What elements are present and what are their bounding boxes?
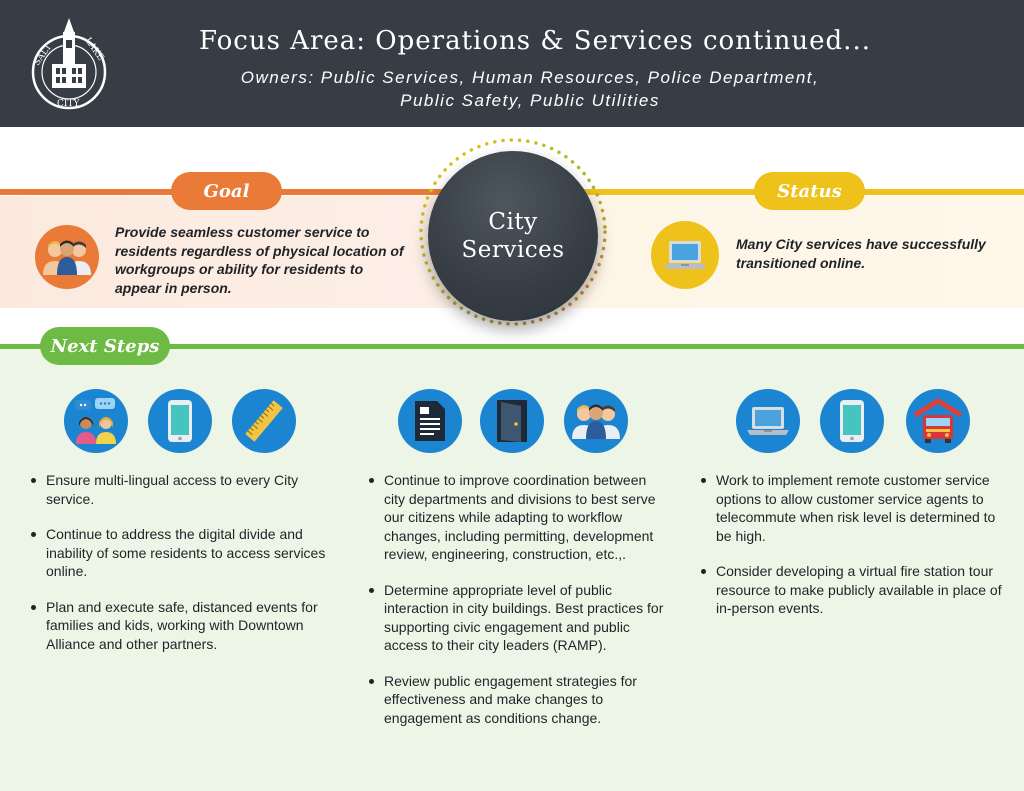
list-item: Work to implement remote customer servic… bbox=[698, 471, 1003, 545]
owners-line-2: Public Safety, Public Utilities bbox=[400, 91, 660, 110]
salt-lake-city-seal-icon: SALT LAKE CITY bbox=[31, 18, 107, 110]
goal-text: Provide seamless customer service to res… bbox=[115, 224, 404, 296]
list-item: Continue to improve coordination between… bbox=[366, 471, 666, 564]
dotted-ring bbox=[419, 138, 607, 326]
page-title: Focus Area: Operations & Services contin… bbox=[199, 26, 871, 56]
group-icon bbox=[564, 389, 628, 453]
chat-people-icon bbox=[64, 389, 128, 453]
header: SALT LAKE CITY Focus Area: Operations & … bbox=[0, 0, 1024, 127]
fire-truck-icon bbox=[906, 389, 970, 453]
people-icon bbox=[35, 225, 99, 289]
ruler-icon bbox=[232, 389, 296, 453]
center-label-line-2: Services bbox=[461, 237, 565, 263]
status-label: Status bbox=[754, 172, 865, 210]
owners-subtitle: Owners: Public Services, Human Resources… bbox=[180, 66, 880, 112]
owners-line-1: Owners: Public Services, Human Resources… bbox=[240, 68, 820, 87]
list-item: Review public engagement strategies for … bbox=[366, 672, 666, 728]
svg-text:LAKE: LAKE bbox=[83, 36, 106, 63]
city-services-circle: City Services bbox=[428, 151, 598, 321]
goal-label: Goal bbox=[171, 172, 282, 210]
list-item: Ensure multi-lingual access to every Cit… bbox=[28, 471, 333, 508]
smartphone-icon bbox=[820, 389, 884, 453]
laptop-icon bbox=[736, 389, 800, 453]
list-item: Plan and execute safe, distanced events … bbox=[28, 598, 333, 654]
smartphone-icon bbox=[148, 389, 212, 453]
document-icon bbox=[398, 389, 462, 453]
door-icon bbox=[480, 389, 544, 453]
center-label-line-1: City bbox=[488, 209, 538, 235]
next-steps-label: Next Steps bbox=[40, 327, 170, 365]
status-band bbox=[520, 196, 1024, 308]
list-item: Determine appropriate level of public in… bbox=[366, 581, 666, 655]
status-text: Many City services have successfully tra… bbox=[736, 236, 986, 271]
next-steps-divider-line bbox=[0, 344, 1024, 349]
laptop-icon bbox=[651, 221, 719, 289]
list-item: Continue to address the digital divide a… bbox=[28, 525, 333, 581]
svg-text:CITY: CITY bbox=[57, 99, 80, 109]
next-steps-column-2: Continue to improve coordination between… bbox=[366, 471, 666, 744]
next-steps-column-3: Work to implement remote customer servic… bbox=[698, 471, 1003, 635]
next-steps-column-1: Ensure multi-lingual access to every Cit… bbox=[28, 471, 333, 670]
list-item: Consider developing a virtual fire stati… bbox=[698, 562, 1003, 618]
